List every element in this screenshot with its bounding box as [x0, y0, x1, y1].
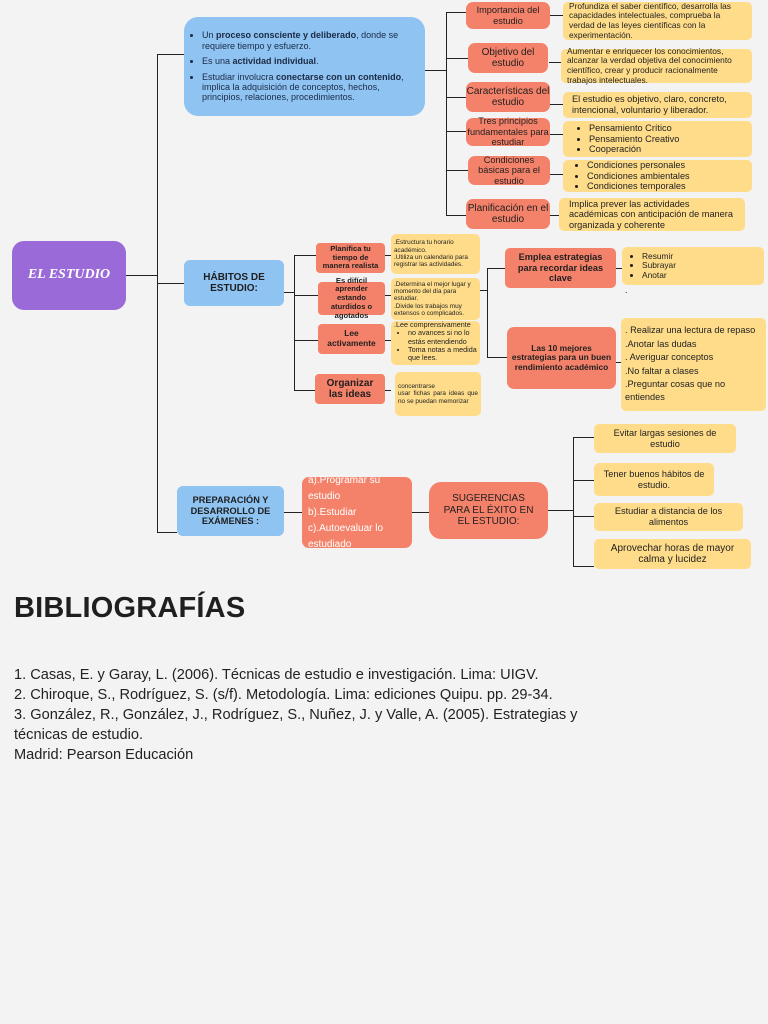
- habit-lee: Lee activamente: [318, 324, 385, 354]
- aspect-characteristics-desc: El estudio es objetivo, claro, concreto,…: [563, 92, 752, 118]
- aspect-planning: Planificación en el estudio: [466, 199, 550, 229]
- list-item: Condiciones ambientales: [587, 171, 690, 182]
- intro-item: Estudiar involucra conectarse con un con…: [202, 72, 417, 103]
- bibliography-entry: técnicas de estudio.: [14, 727, 143, 743]
- list-item: Subrayar: [642, 261, 676, 271]
- bibliography-entry: 1. Casas, E. y Garay, L. (2006). Técnica…: [14, 667, 539, 683]
- suggestion-4: Aprovechar horas de mayor calma y lucide…: [594, 539, 751, 569]
- aspect-importance-desc: Profundiza el saber científico, desarrol…: [563, 1, 752, 40]
- list-item: . Averiguar conceptos: [625, 352, 714, 363]
- suggestion-1: Evitar largas sesiones de estudio: [594, 424, 736, 453]
- aspect-conditions-list: Condiciones personales Condiciones ambie…: [563, 160, 752, 192]
- list-item: Pensamiento Creativo: [589, 134, 679, 145]
- aspect-principles-list: Pensamiento Crítico Pensamiento Creativo…: [563, 121, 752, 157]
- exam-step: a).Programar su estudio: [308, 474, 381, 502]
- habit-planifica-note: .Estructura tu horario académico. .Utili…: [391, 234, 480, 274]
- intro-item: Un proceso consciente y deliberado, dond…: [202, 30, 417, 51]
- bibliography-entry: 3. González, R., González, J., Rodríguez…: [14, 707, 578, 723]
- list-item: Pensamiento Crítico: [589, 123, 679, 134]
- habit-organizar-note: concentrarse usar fichas para ideas que …: [395, 372, 481, 416]
- root-node: EL ESTUDIO: [12, 241, 126, 310]
- list-item: Cooperación: [589, 144, 679, 155]
- suggestions-node: SUGERENCIAS PARA EL ÉXITO EN EL ESTUDIO:: [429, 482, 548, 539]
- intro-item: Es una actividad individual.: [202, 56, 417, 66]
- habit-lee-note: .Lee comprensivamente no avances si no l…: [391, 320, 480, 365]
- aspect-conditions: Condiciones básicas para el estudio: [468, 155, 550, 186]
- habit-organizar: Organizar las ideas: [315, 374, 385, 404]
- aspect-planning-desc: Implica prever las actividades académica…: [559, 198, 745, 231]
- list-item: Condiciones personales: [587, 160, 690, 171]
- aspect-objective: Objetivo del estudio: [468, 43, 548, 73]
- aspect-principles: Tres principios fundamentales para estud…: [466, 116, 550, 148]
- list-item: .No faltar a clases: [625, 365, 699, 376]
- best-strategies-node: Las 10 mejores estrategias para un buen …: [507, 327, 616, 389]
- list-item: . Realizar una lectura de repaso: [625, 325, 756, 336]
- aspect-importance: Importancia del estudio: [466, 2, 550, 29]
- bibliography-title: BIBLIOGRAFÍAS: [14, 592, 246, 624]
- note-title: .Lee comprensivamente: [394, 320, 471, 329]
- exams-steps: a).Programar su estudio b).Estudiar c).A…: [302, 475, 412, 550]
- suggestion-2: Tener buenos hábitos de estudio.: [594, 463, 714, 496]
- exam-step: c).Autoevaluar lo estudiado: [308, 522, 384, 550]
- bibliography-entry: 2. Chiroque, S., Rodríguez, S. (s/f). Me…: [14, 687, 553, 703]
- list-item: Toma notas a medida que lees.: [408, 345, 477, 363]
- bibliography-entry: Madrid: Pearson Educación: [14, 747, 194, 763]
- list-item: no avances si no lo estás entendiendo: [408, 329, 477, 346]
- list-item: .Preguntar cosas que no entiendes: [625, 378, 726, 403]
- habit-planifica: Planifica tu tiempo de manera realista: [316, 243, 385, 273]
- list-item: Condiciones temporales: [587, 181, 690, 192]
- strategies-list: Resumir Subrayar Anotar: [622, 247, 764, 285]
- root-label: EL ESTUDIO: [27, 267, 111, 283]
- strategies-node: Emplea estrategias para recordar ideas c…: [505, 248, 616, 288]
- habit-aturdidos-note: .Determina el mejor lugar y momento del …: [391, 278, 480, 320]
- habit-aturdidos: Es difícil aprender estando aturdidos o …: [318, 276, 385, 319]
- intro-box: Un proceso consciente y deliberado, dond…: [184, 17, 425, 116]
- list-item: .Anotar las dudas: [625, 338, 697, 349]
- habits-node: HÁBITOS DE ESTUDIO:: [184, 260, 284, 306]
- aspect-characteristics: Características del estudio: [466, 82, 550, 112]
- strategies-trail: .: [625, 285, 628, 295]
- exams-node: PREPARACIÓN Y DESARROLLO DE EXÁMENES :: [177, 486, 284, 536]
- suggestion-3: Estudiar a distancia de los alimentos: [594, 503, 743, 531]
- list-item: Anotar: [642, 270, 676, 281]
- exam-step: b).Estudiar: [308, 506, 357, 518]
- list-item: Resumir: [642, 251, 676, 262]
- aspect-objective-desc: Aumentar e enriquecer los conocimientos,…: [561, 46, 752, 84]
- best-strategies-list: . Realizar una lectura de repaso .Anotar…: [621, 318, 766, 411]
